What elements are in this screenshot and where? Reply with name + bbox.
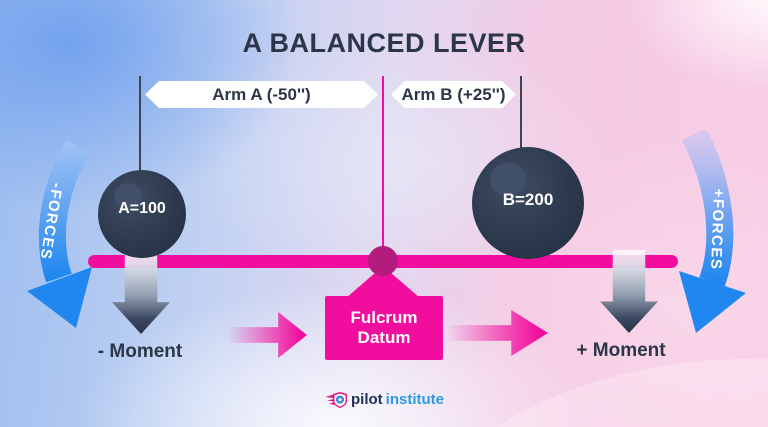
logo-winged-shield-icon — [325, 392, 347, 408]
fulcrum-pivot-circle — [368, 246, 398, 276]
fulcrum-datum-box: Fulcrum Datum — [325, 296, 443, 360]
flow-arrow-from-fulcrum — [446, 310, 548, 356]
negative-moment-label: - Moment — [97, 341, 183, 362]
logo-word-pilot: pilot — [351, 391, 383, 408]
weight-b-label: B=200 — [502, 190, 554, 209]
logo-word-institute: institute — [385, 391, 444, 408]
fulcrum-label-line2: Datum — [357, 328, 411, 347]
arm-a-banner: Arm A (-50'') — [145, 81, 378, 108]
measure-line-weight-b — [520, 76, 522, 150]
positive-moment-label: + Moment — [576, 340, 666, 361]
weight-b-ball: B=200 — [472, 147, 584, 259]
arm-a-label: Arm A (-50'') — [212, 84, 311, 104]
fulcrum-label-line1: Fulcrum — [350, 307, 418, 327]
positive-forces-label: +FORCES — [707, 188, 727, 271]
positive-forces-curved-arrow-icon — [679, 130, 746, 333]
measure-line-fulcrum — [382, 76, 384, 252]
arm-b-label: Arm B (+25'') — [401, 84, 506, 104]
measure-line-weight-a — [139, 76, 141, 172]
negative-forces-curved-arrow-icon — [27, 140, 92, 328]
weight-a-label: A=100 — [118, 200, 166, 217]
weight-a-ball: A=100 — [98, 170, 186, 258]
flow-arrow-toward-fulcrum — [227, 312, 307, 358]
ball-highlight — [114, 183, 142, 209]
ball-highlight — [490, 163, 526, 196]
arm-b-banner: Arm B (+25'') — [391, 81, 516, 108]
diagram-title: A BALANCED LEVER — [242, 28, 526, 58]
